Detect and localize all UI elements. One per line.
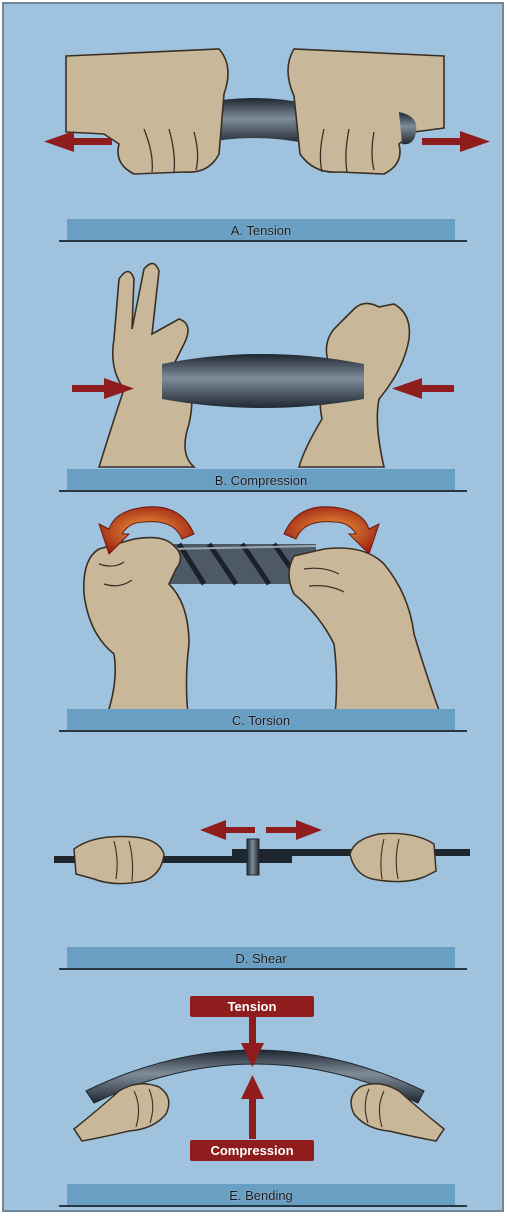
bolt <box>247 839 259 875</box>
torsion-caption: C. Torsion <box>67 710 455 732</box>
left-arrow-icon <box>392 378 454 399</box>
right-hand <box>288 49 444 174</box>
bending-section: Tension Compression E. Bending <box>4 979 502 1212</box>
right-arrow-icon <box>422 131 490 152</box>
bending-caption: E. Bending <box>67 1185 455 1207</box>
left-arrow-icon <box>200 820 255 840</box>
shear-section: D. Shear <box>4 739 502 979</box>
compression-section: B. Compression <box>4 249 502 494</box>
right-arrow-icon <box>266 820 322 840</box>
left-hand <box>66 49 228 174</box>
compression-illustration <box>4 249 502 494</box>
shear-illustration <box>4 739 502 979</box>
metal-bar <box>162 354 364 408</box>
right-hand <box>350 833 436 881</box>
right-hand <box>289 548 444 724</box>
up-arrow-icon <box>241 1075 264 1139</box>
shear-caption: D. Shear <box>67 948 455 970</box>
compression-caption: B. Compression <box>67 470 455 492</box>
left-hand <box>84 538 189 724</box>
tension-illustration <box>4 4 502 249</box>
tension-caption: A. Tension <box>67 220 455 242</box>
tension-section: A. Tension <box>4 4 502 249</box>
torsion-illustration <box>4 494 502 739</box>
compression-force-label: Compression <box>190 1140 314 1161</box>
left-hand <box>74 837 164 884</box>
torsion-section: C. Torsion <box>4 494 502 739</box>
tension-force-label: Tension <box>190 996 314 1017</box>
